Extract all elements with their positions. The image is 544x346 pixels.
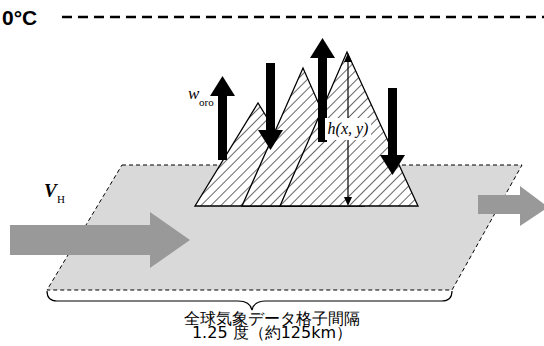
extent-brace (47, 291, 452, 310)
variable-subscript: oro (199, 96, 214, 108)
mountain (280, 52, 418, 206)
wind-arrow-out (478, 186, 544, 226)
wind-arrow-in (10, 212, 190, 268)
level-label: 0°C (2, 6, 37, 30)
vertical-motion-arrows (210, 38, 405, 175)
variable-symbol: V (44, 180, 57, 202)
grid-spacing: 1.25 度（約125km） (192, 323, 352, 344)
freezing-level (62, 16, 544, 19)
variable-subscript: H (57, 193, 65, 205)
variable-symbol: w (188, 84, 199, 104)
height-label: h(x, y) (325, 118, 372, 140)
